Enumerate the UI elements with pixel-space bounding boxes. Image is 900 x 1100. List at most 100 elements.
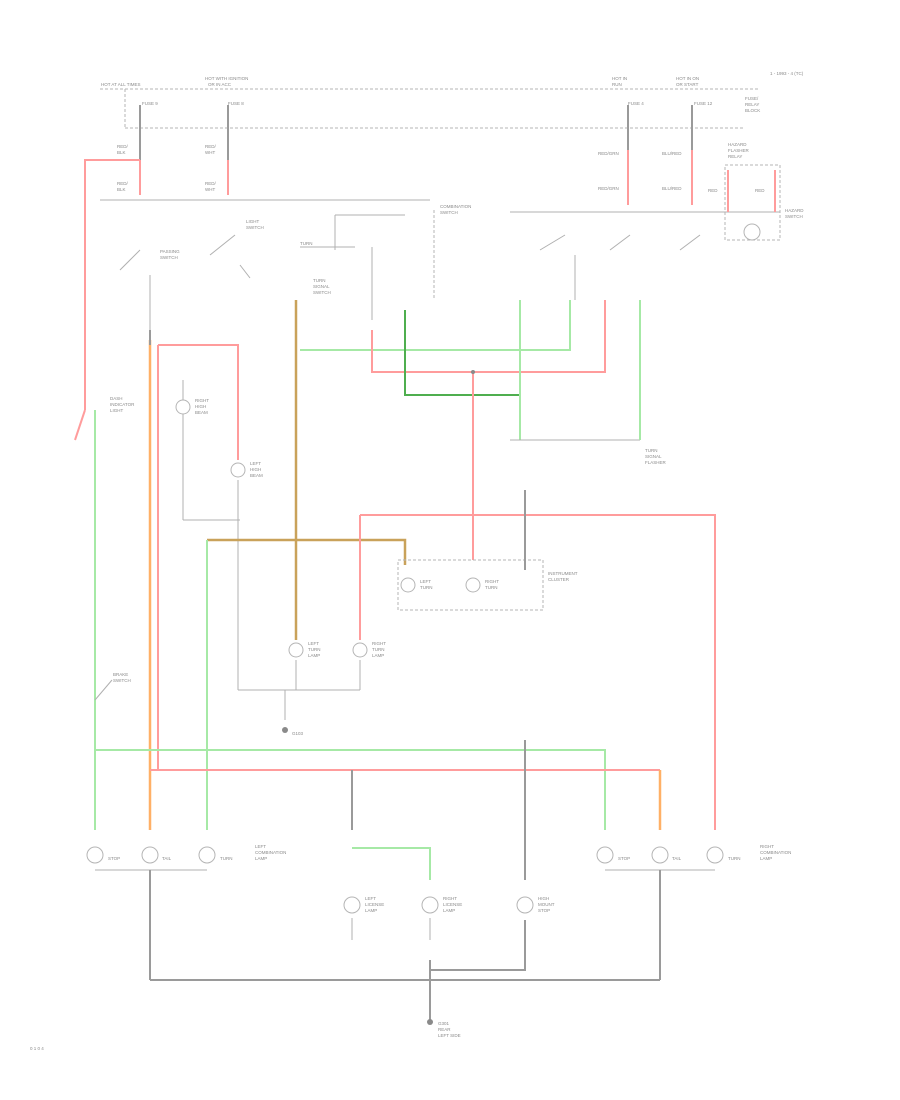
svg-text:WHT: WHT [205, 187, 215, 192]
svg-text:STOP: STOP [108, 856, 120, 861]
svg-text:RIGHT: RIGHT [485, 579, 499, 584]
svg-text:LAMP: LAMP [443, 908, 455, 913]
svg-text:DASH: DASH [110, 396, 123, 401]
svg-text:FUSE/: FUSE/ [745, 96, 759, 101]
svg-text:RELAY: RELAY [745, 102, 759, 107]
svg-text:HOT WITH IGNITION: HOT WITH IGNITION [205, 76, 248, 81]
svg-text:LAMP: LAMP [372, 653, 384, 658]
svg-text:HIGH: HIGH [250, 467, 261, 472]
combination-switch-contacts: PASSING SWITCH LIGHT SWITCH TURN TURN SI… [119, 214, 701, 330]
svg-text:SWITCH: SWITCH [160, 255, 178, 260]
svg-text:MOUNT: MOUNT [538, 902, 555, 907]
svg-text:OR START: OR START [676, 82, 699, 87]
svg-text:TURN: TURN [485, 585, 498, 590]
svg-text:HOT IN ON: HOT IN ON [676, 76, 699, 81]
svg-text:SWITCH: SWITCH [440, 210, 458, 215]
svg-text:RUN: RUN [612, 82, 622, 87]
svg-text:LAMP: LAMP [760, 856, 772, 861]
svg-text:COMBINATION: COMBINATION [760, 850, 791, 855]
svg-text:BLU/RED: BLU/RED [662, 186, 682, 191]
svg-text:LEFT: LEFT [365, 896, 376, 901]
svg-text:BEAM: BEAM [195, 410, 208, 415]
svg-text:RED/: RED/ [117, 144, 129, 149]
svg-text:RED/: RED/ [205, 181, 217, 186]
svg-text:BEAM: BEAM [250, 473, 263, 478]
svg-text:BRAKE: BRAKE [113, 672, 128, 677]
svg-text:RIGHT: RIGHT [195, 398, 209, 403]
svg-text:FUSE 8: FUSE 8 [228, 101, 244, 106]
svg-text:TAIL: TAIL [672, 856, 682, 861]
svg-text:SWITCH: SWITCH [313, 290, 331, 295]
svg-text:BLU/RED: BLU/RED [662, 151, 682, 156]
svg-text:SIGNAL: SIGNAL [645, 454, 662, 459]
svg-text:STOP: STOP [538, 908, 550, 913]
svg-text:REAR: REAR [438, 1027, 451, 1032]
svg-text:COMBINATION: COMBINATION [440, 204, 471, 209]
svg-text:LICENSE: LICENSE [365, 902, 384, 907]
svg-text:FUSE 9: FUSE 9 [142, 101, 158, 106]
svg-text:RED/: RED/ [205, 144, 217, 149]
svg-text:LEFT: LEFT [250, 461, 261, 466]
svg-text:RED: RED [708, 188, 718, 193]
svg-text:LIGHT: LIGHT [246, 219, 260, 224]
svg-text:HOT IN: HOT IN [612, 76, 627, 81]
svg-text:TURN: TURN [420, 585, 433, 590]
svg-text:INDICATOR: INDICATOR [110, 402, 135, 407]
svg-text:G103: G103 [292, 731, 304, 736]
svg-text:LEFT: LEFT [420, 579, 431, 584]
svg-text:TAIL: TAIL [162, 856, 172, 861]
svg-text:BLK: BLK [117, 150, 126, 155]
svg-text:TURN: TURN [372, 647, 385, 652]
svg-text:LEFT SIDE: LEFT SIDE [438, 1033, 461, 1038]
svg-text:COMBINATION: COMBINATION [255, 850, 286, 855]
svg-text:LIGHT: LIGHT [110, 408, 124, 413]
svg-text:HAZARD: HAZARD [785, 208, 804, 213]
svg-text:LEFT: LEFT [255, 844, 266, 849]
svg-text:HAZARD: HAZARD [728, 142, 747, 147]
svg-text:LICENSE: LICENSE [443, 902, 462, 907]
svg-text:RED: RED [755, 188, 765, 193]
svg-text:SIGNAL: SIGNAL [313, 284, 330, 289]
svg-text:TURN: TURN [308, 647, 321, 652]
svg-text:LAMP: LAMP [365, 908, 377, 913]
svg-text:TURN: TURN [313, 278, 326, 283]
svg-text:CLUSTER: CLUSTER [548, 577, 570, 582]
svg-text:INSTRUMENT: INSTRUMENT [548, 571, 578, 576]
svg-text:HIGH: HIGH [195, 404, 206, 409]
svg-text:FLASHER: FLASHER [645, 460, 667, 465]
page-ref: 1 - 1993 - 4 (TC) [770, 71, 804, 76]
svg-text:RIGHT: RIGHT [372, 641, 386, 646]
footer-code: 0 1 0 4 [30, 1046, 44, 1051]
svg-text:RED/: RED/ [117, 181, 129, 186]
svg-text:PASSING: PASSING [160, 249, 180, 254]
svg-text:BLK: BLK [117, 187, 126, 192]
fuse-feeds: RED/BLK RED/BLK RED/WHT RED/WHT RED/GRN … [84, 105, 693, 410]
svg-text:FUSE 12: FUSE 12 [694, 101, 713, 106]
svg-text:BLOCK: BLOCK [745, 108, 760, 113]
svg-text:SWITCH: SWITCH [246, 225, 264, 230]
svg-text:SWITCH: SWITCH [113, 678, 131, 683]
svg-text:LAMP: LAMP [255, 856, 267, 861]
power-distribution-box: HOT AT ALL TIMES HOT WITH IGNITION OR IN… [100, 76, 760, 129]
svg-text:RELAY: RELAY [728, 154, 742, 159]
svg-text:RIGHT: RIGHT [443, 896, 457, 901]
svg-text:RIGHT: RIGHT [760, 844, 774, 849]
svg-text:FLASHER: FLASHER [728, 148, 750, 153]
svg-text:STOP: STOP [618, 856, 630, 861]
svg-text:TURN: TURN [300, 241, 313, 246]
svg-text:TURN: TURN [220, 856, 233, 861]
svg-text:TURN: TURN [645, 448, 658, 453]
svg-text:HOT AT ALL TIMES: HOT AT ALL TIMES [101, 82, 141, 87]
svg-text:LAMP: LAMP [308, 653, 320, 658]
svg-text:RED/GRN: RED/GRN [598, 151, 619, 156]
svg-text:WHT: WHT [205, 150, 215, 155]
svg-text:HIGH: HIGH [538, 896, 549, 901]
